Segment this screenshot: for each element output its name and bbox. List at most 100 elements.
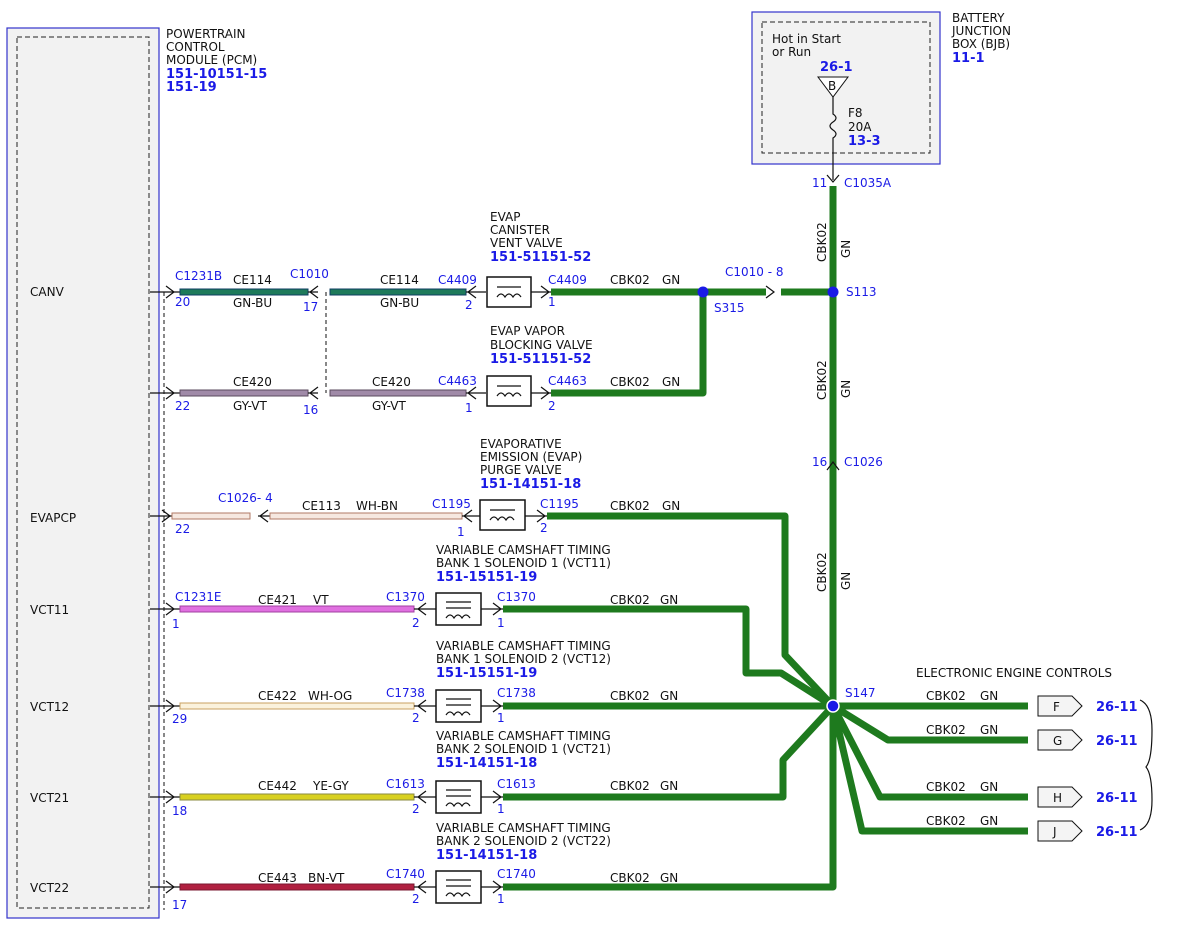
trunk-color-3: GN <box>839 572 853 590</box>
eec-j-tag: J <box>1052 825 1057 839</box>
pcm-ref-2[interactable]: 151-19 <box>166 80 217 95</box>
pcm-ref-1[interactable]: 151-10151-15 <box>166 67 267 82</box>
eec-g-tag: G <box>1053 734 1062 748</box>
evap-block-ref[interactable]: 151-51151-52 <box>490 352 591 367</box>
block-comp-pin-out: 2 <box>548 399 556 413</box>
eec-g-ref[interactable]: 26-11 <box>1096 734 1138 749</box>
vct11-pcm-pin: 1 <box>172 617 180 631</box>
vct11-ref[interactable]: 151-15151-19 <box>436 570 537 585</box>
vct21-color: YE-GY <box>312 779 349 793</box>
eec-h-color: GN <box>980 780 998 794</box>
eec-title: ELECTRONIC ENGINE CONTROLS <box>916 666 1112 680</box>
vct21-solenoid-icon <box>435 780 482 814</box>
vct12-ref[interactable]: 151-15151-19 <box>436 666 537 681</box>
bjb-title-1: BATTERY <box>952 11 1005 25</box>
pcm-pin-canv: CANV <box>30 285 65 299</box>
circuit-evapcp <box>150 499 547 531</box>
eec-h-ref[interactable]: 26-11 <box>1096 791 1138 806</box>
evap-vent-ref[interactable]: 151-51151-52 <box>490 250 591 265</box>
bjb-hot-1: Hot in Start <box>772 32 841 46</box>
vct11-comp-conn: C1370 <box>386 590 425 604</box>
canv-comp-conn: C4409 <box>438 273 477 287</box>
canv-mid-conn: C1010 <box>290 267 329 281</box>
vct11-wire: CE421 <box>258 593 297 607</box>
pcm-pin-vct22: VCT22 <box>30 881 69 895</box>
ground-vct22-branch <box>503 706 837 891</box>
c1026-label: C1026 <box>844 455 883 469</box>
block-wire-1: CE420 <box>233 375 272 389</box>
evap-purge-valve-icon <box>479 499 526 531</box>
circuit-vct12 <box>150 689 503 723</box>
bjb-box <box>751 11 941 165</box>
vct21-gnd-color: GN <box>660 779 678 793</box>
evap-block-title-2: BLOCKING VALVE <box>490 338 593 352</box>
vct11-comp-pin-out: 1 <box>497 616 505 630</box>
eec-j-color: GN <box>980 814 998 828</box>
trunk-wire-2: CBK02 <box>815 360 829 400</box>
vct11-gnd-color: GN <box>660 593 678 607</box>
block-color-2: GY-VT <box>372 399 406 413</box>
evap-blocking-valve-icon <box>486 375 532 407</box>
c1010-8-connector-icon <box>765 285 775 299</box>
pcm-pin-vct12: VCT12 <box>30 700 69 714</box>
bjb-title-3: BOX (BJB) <box>952 37 1010 51</box>
circuit-canv <box>150 276 551 308</box>
canv-pcm-pin: 20 <box>175 295 190 309</box>
canv-mid-pin: 17 <box>303 300 318 314</box>
vct21-ref[interactable]: 151-14151-18 <box>436 756 537 771</box>
fuse-name: F8 <box>848 106 863 120</box>
bjb-ref[interactable]: 11-1 <box>952 51 985 66</box>
ground-h-branch <box>829 704 1028 801</box>
canv-color-2: GN-BU <box>380 296 419 310</box>
evapcp-color: WH-BN <box>356 499 398 513</box>
canv-out-conn: C4409 <box>548 273 587 287</box>
evapcp-wire: CE113 <box>302 499 341 513</box>
evapcp-gnd-wire: CBK02 <box>610 499 650 513</box>
splice-s147-icon <box>826 699 840 713</box>
vct22-title-1: VARIABLE CAMSHAFT TIMING <box>436 821 611 835</box>
eec-output-h: CBK02 GN H 26-11 <box>926 780 1138 808</box>
c1035a-pin: 11 <box>812 176 827 190</box>
evap-purge-title-2: EMISSION (EVAP) <box>480 450 582 464</box>
pcm-pin-vct11: VCT11 <box>30 603 69 617</box>
circuit-vct11 <box>150 592 503 626</box>
bjb-hot-ref[interactable]: 26-1 <box>820 60 853 75</box>
eec-output-f: CBK02 GN F 26-11 <box>926 689 1138 717</box>
evap-vent-title-2: CANISTER <box>490 223 550 237</box>
trunk-wire-1: CBK02 <box>815 222 829 262</box>
evap-vent-title-3: VENT VALVE <box>490 236 563 250</box>
pcm-title-2: CONTROL <box>166 40 225 54</box>
trunk-color-1: GN <box>839 240 853 258</box>
c1026-connector-icon <box>826 461 840 471</box>
c1026-pin: 16 <box>812 455 827 469</box>
eec-h-wire: CBK02 <box>926 780 966 794</box>
eec-output-g: CBK02 GN G 26-11 <box>926 723 1138 751</box>
c1035a-connector-icon <box>826 174 840 183</box>
eec-j-ref[interactable]: 26-11 <box>1096 825 1138 840</box>
ground-vct21-branch <box>503 703 836 801</box>
vct22-ref[interactable]: 151-14151-18 <box>436 848 537 863</box>
eec-f-ref[interactable]: 26-11 <box>1096 700 1138 715</box>
fuse-ref[interactable]: 13-3 <box>848 134 881 149</box>
ground-j-branch <box>829 705 1028 835</box>
evapcp-pcm-pin: 22 <box>175 522 190 536</box>
vct12-title-2: BANK 1 SOLENOID 2 (VCT12) <box>436 652 611 666</box>
splice-s315-icon <box>697 286 709 298</box>
vct11-gnd-wire: CBK02 <box>610 593 650 607</box>
vct22-out-conn: C1740 <box>497 867 536 881</box>
fuse-rating: 20A <box>848 120 872 134</box>
evapcp-comp-conn: C1195 <box>432 497 471 511</box>
fuse-icon <box>829 97 837 180</box>
vct12-wire: CE422 <box>258 689 297 703</box>
ground-vct11-branch <box>503 605 835 709</box>
block-pcm-pin: 22 <box>175 399 190 413</box>
evap-purge-ref[interactable]: 151-14151-18 <box>480 477 581 492</box>
trunk-color-2: GN <box>839 380 853 398</box>
eec-f-tag: F <box>1053 700 1060 714</box>
splice-s315: S315 <box>714 301 745 315</box>
evapcp-gnd-color: GN <box>662 499 680 513</box>
vct21-pcm-pin: 18 <box>172 804 187 818</box>
evapcp-mid-conn: C1026- 4 <box>218 491 273 505</box>
evap-purge-title-1: EVAPORATIVE <box>480 437 562 451</box>
